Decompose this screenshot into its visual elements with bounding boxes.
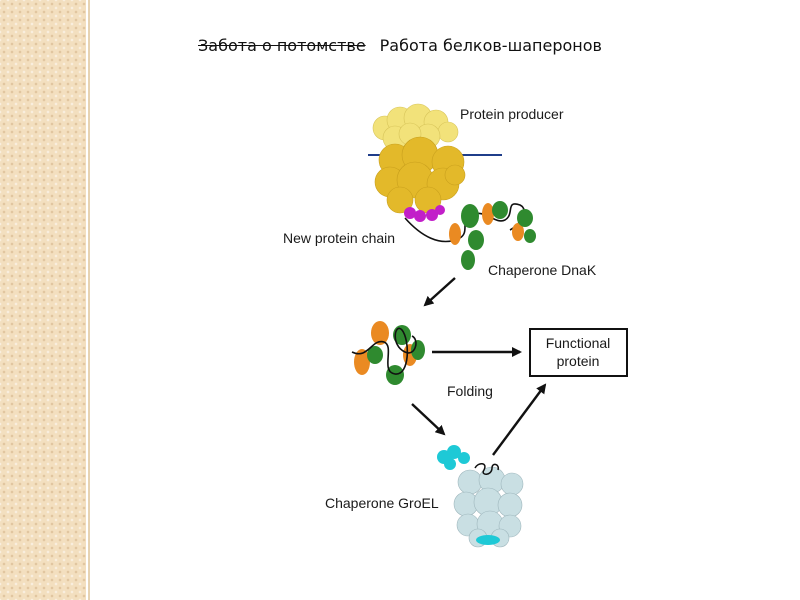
folding-complex-illustration [351,321,425,385]
chaperone-dnak-label: Chaperone DnaK [488,262,597,278]
functional-label-line1: Functional [546,335,611,351]
functional-label-line2: protein [557,353,600,369]
groel-illustration [437,445,524,548]
arrow-to-folding [423,277,456,307]
arrow-groel-to-functional [492,383,547,456]
ribosome-illustration [368,103,502,222]
slide-title: Забота о потомстве Работа белков-шапероно… [0,36,800,55]
protein-producer-label: Protein producer [460,106,564,122]
folding-label: Folding [447,383,493,399]
title-struck-text: Забота о потомстве [198,36,366,55]
side-divider [88,0,90,600]
arrow-to-groel [411,403,446,436]
title-main-text: Работа белков-шаперонов [379,36,602,55]
new-protein-chain-label: New protein chain [283,230,395,246]
decorative-side-strip [0,0,86,600]
groes-cap [437,445,470,470]
nascent-chain-start [404,205,445,222]
chaperone-groel-label: Chaperone GroEL [325,495,439,511]
dnak-complex-illustration [404,201,536,270]
functional-protein-box [529,328,628,377]
